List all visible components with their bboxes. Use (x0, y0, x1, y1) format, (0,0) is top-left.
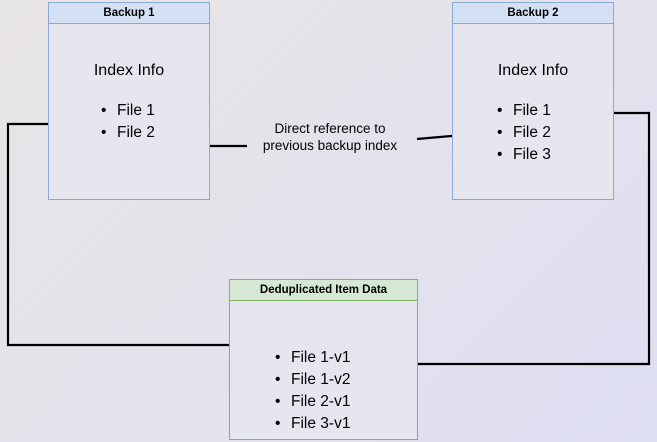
list-item: File 2-v1 (275, 391, 350, 413)
list-item: File 1 (101, 100, 155, 122)
backup-1-index-info-label: Index Info (93, 62, 165, 79)
list-item: File 3 (497, 144, 551, 166)
deduplicated-file-list: File 1-v1 File 1-v2 File 2-v1 File 3-v1 (275, 347, 350, 435)
list-item: File 1-v1 (275, 347, 350, 369)
direct-reference-annotation: Direct reference to previous backup inde… (247, 120, 413, 154)
backup-2-body: Index Info File 1 File 2 File 3 (453, 24, 613, 199)
backup-1-box: Backup 1 Index Info File 1 File 2 (48, 2, 210, 200)
backup-1-file-list: File 1 File 2 (101, 100, 155, 144)
backup-2-file-list: File 1 File 2 File 3 (497, 100, 551, 166)
list-item: File 1-v2 (275, 369, 350, 391)
backup-2-title: Backup 2 (453, 3, 613, 24)
list-item: File 3-v1 (275, 413, 350, 435)
list-item: File 2 (101, 122, 155, 144)
deduplicated-item-data-box: Deduplicated Item Data File 1-v1 File 1-… (229, 279, 418, 440)
backup-1-title: Backup 1 (49, 3, 209, 24)
deduplicated-item-data-title: Deduplicated Item Data (230, 280, 417, 301)
deduplicated-item-data-body: File 1-v1 File 1-v2 File 2-v1 File 3-v1 (230, 301, 417, 439)
list-item: File 1 (497, 100, 551, 122)
direct-reference-line-1: Direct reference to (274, 121, 386, 136)
backup-1-body: Index Info File 1 File 2 (49, 24, 209, 199)
list-item: File 2 (497, 122, 551, 144)
backup-2-index-info-label: Index Info (497, 62, 569, 79)
backup-2-box: Backup 2 Index Info File 1 File 2 File 3 (452, 2, 614, 200)
direct-reference-line-2: previous backup index (262, 138, 398, 153)
